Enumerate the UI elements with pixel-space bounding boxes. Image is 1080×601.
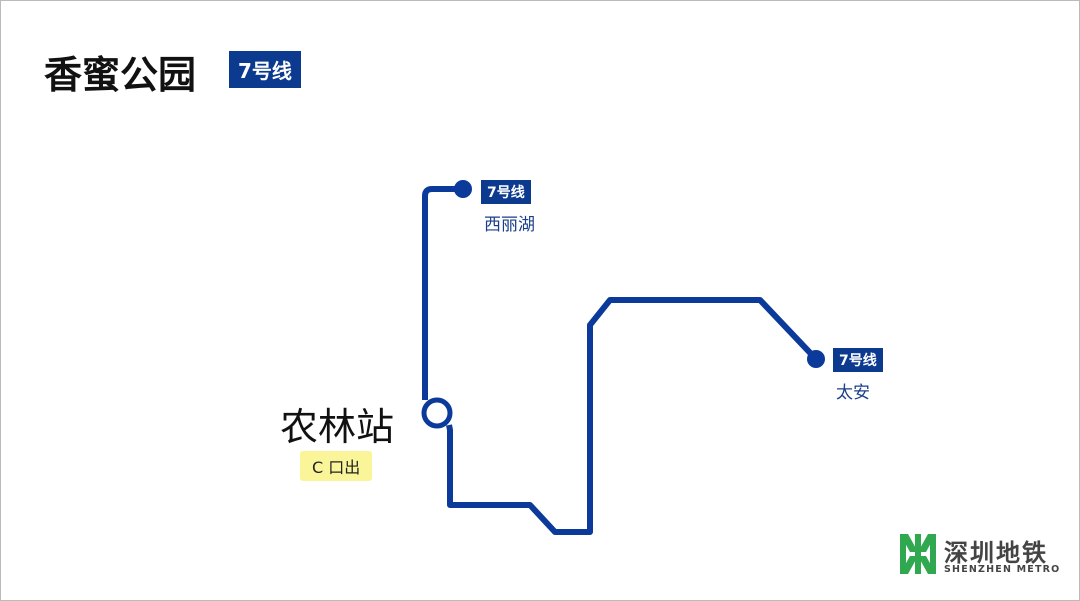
destination-line-badge: 7号线 (481, 180, 531, 204)
line-badge: 7号线 (229, 51, 301, 88)
exit-label: C 口出 (300, 451, 373, 481)
current-station-name: 农林站 (280, 405, 395, 449)
page-title: 香蜜公园 (44, 53, 197, 97)
destination-line-badge: 7号线 (833, 348, 883, 372)
destination-name: 太安 (836, 383, 870, 403)
route-line (422, 186, 818, 535)
destination-name: 西丽湖 (484, 215, 535, 235)
logo-text-cn: 深圳地铁 (944, 539, 1048, 567)
current-station-marker (421, 397, 453, 429)
logo-text-en: SHENZHEN METRO (944, 564, 1061, 575)
terminal-dot-taian (807, 350, 825, 368)
terminal-dot-xilihu (454, 180, 472, 198)
metro-logo-icon (900, 534, 936, 574)
